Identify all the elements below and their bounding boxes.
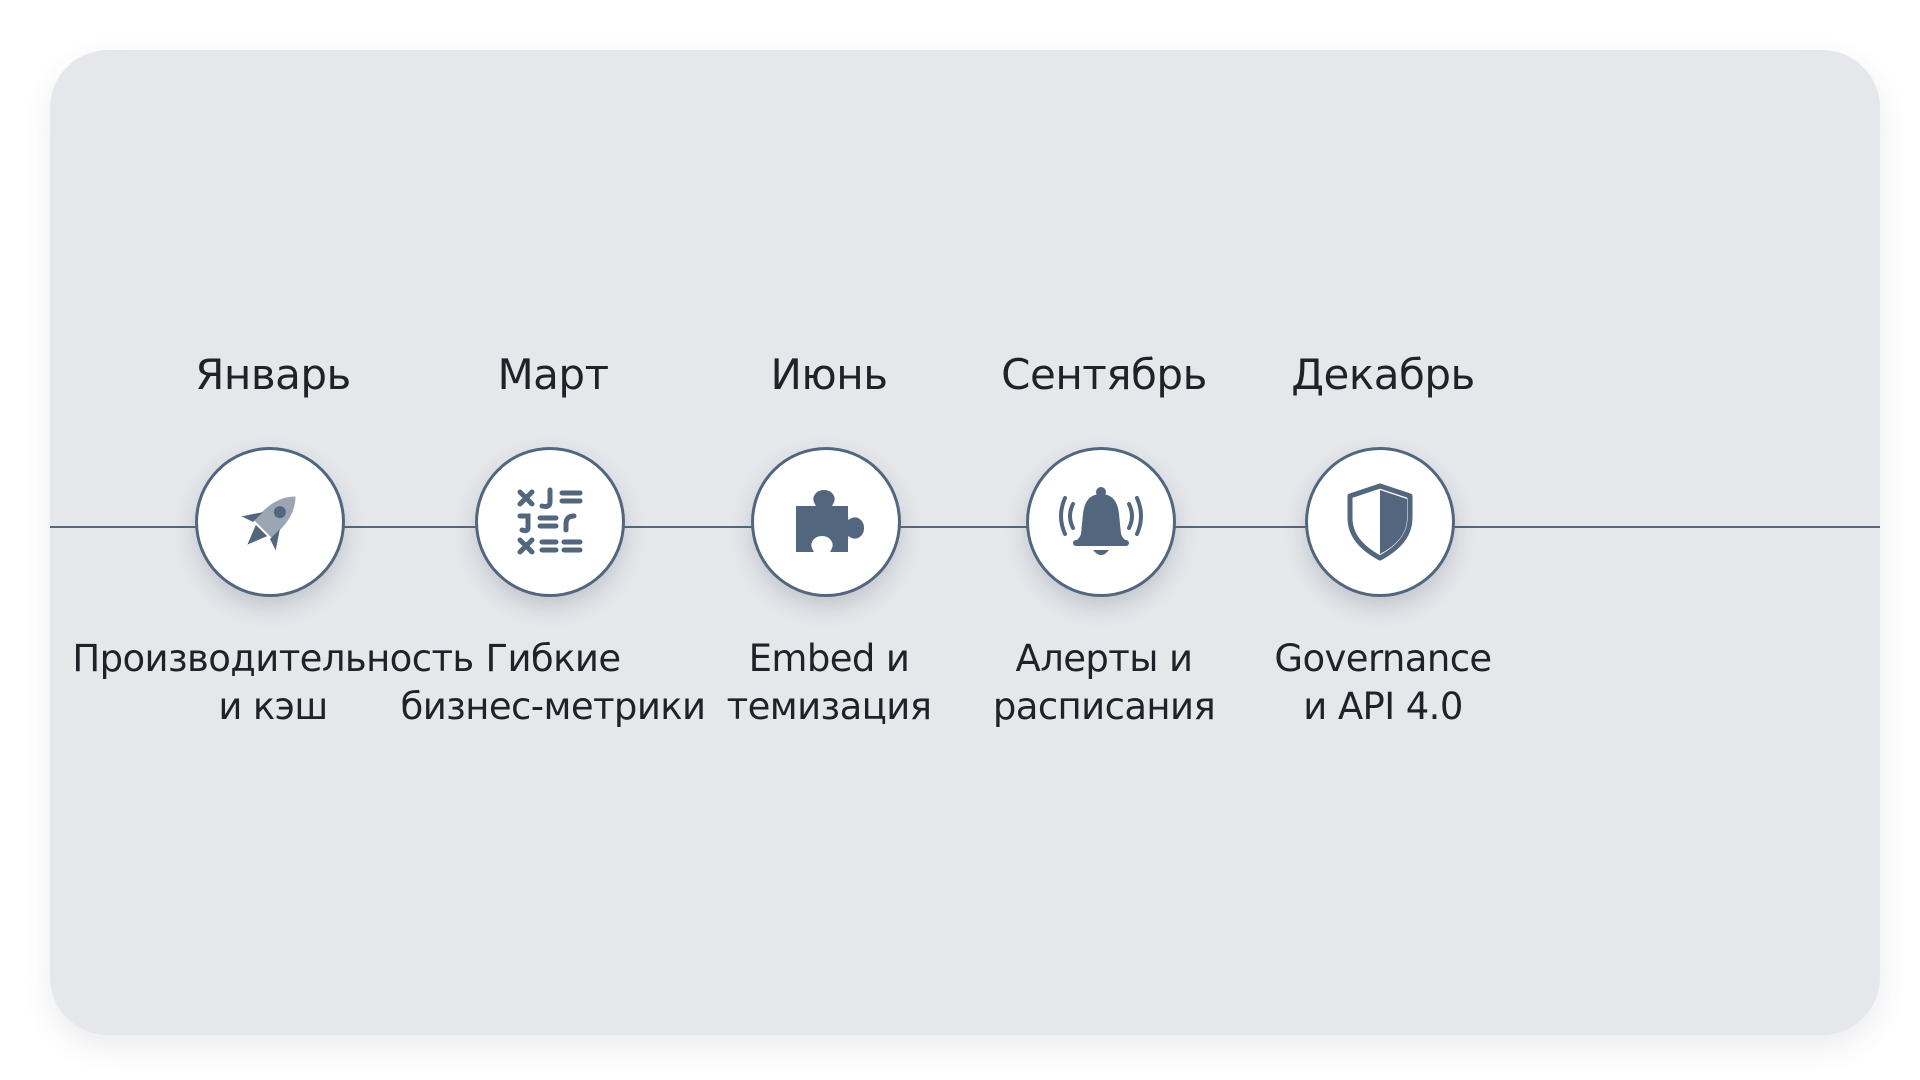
milestone-node	[1305, 447, 1455, 597]
milestone-description-line: Производительность	[72, 637, 474, 680]
milestone-month: Январь	[195, 350, 351, 399]
rocket-icon	[241, 496, 296, 551]
milestone-description: Гибкие бизнес-метрики	[343, 635, 763, 731]
milestone-description: Governance и API 4.0	[1173, 635, 1593, 731]
milestone-description-line: Алерты и	[1015, 637, 1194, 680]
milestone-june: Июнь Embed и темизация	[619, 50, 1039, 1035]
milestone-description-line: расписания	[992, 685, 1216, 728]
milestone-month: Июнь	[770, 350, 889, 399]
milestone-january: Январь Производительность и кэш	[63, 50, 483, 1035]
formula-symbols-icon	[517, 487, 583, 555]
milestone-description-line: темизация	[726, 685, 932, 728]
milestone-description: Embed и темизация	[619, 635, 1039, 731]
timeline-line	[50, 526, 1880, 528]
milestone-month: Декабрь	[1291, 350, 1475, 399]
milestone-december: Декабрь Governance и API 4.0	[1173, 50, 1593, 1035]
milestone-description-line: бизнес-метрики	[400, 685, 707, 728]
ringing-bell-icon	[1059, 487, 1143, 555]
milestone-description-line: Гибкие	[485, 637, 622, 680]
milestone-description: Производительность и кэш	[63, 635, 483, 731]
milestone-description-line: Embed и	[748, 637, 910, 680]
milestone-month: Март	[497, 350, 609, 399]
shield-icon	[1347, 483, 1413, 561]
timeline-card: Январь Производительность и кэш Март	[50, 50, 1880, 1035]
milestone-description-line: Governance	[1274, 637, 1492, 680]
puzzle-piece-icon	[796, 490, 864, 552]
milestone-node	[751, 447, 901, 597]
milestone-september: Сентябрь Алерты и расписания	[894, 50, 1314, 1035]
milestone-month: Сентябрь	[1001, 350, 1207, 399]
milestone-node	[475, 447, 625, 597]
milestone-march: Март Гибкие бизнес-метрики	[343, 50, 763, 1035]
milestone-description-line: и кэш	[218, 685, 328, 728]
milestone-description: Алерты и расписания	[894, 635, 1314, 731]
milestone-node	[1026, 447, 1176, 597]
milestone-node	[195, 447, 345, 597]
milestone-description-line: и API 4.0	[1303, 685, 1463, 728]
